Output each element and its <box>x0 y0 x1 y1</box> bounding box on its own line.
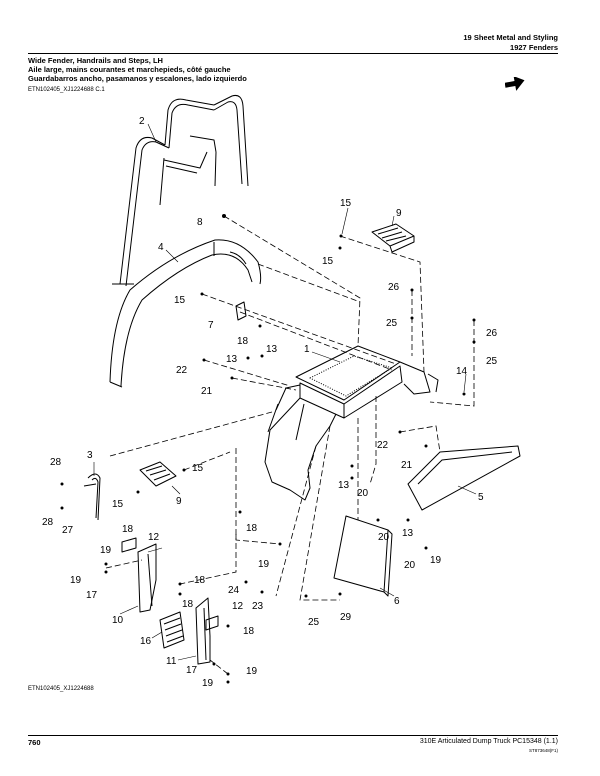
front-direction-arrow-icon <box>505 77 525 91</box>
callout-label: 19 <box>70 575 82 586</box>
callout-label: 5 <box>478 492 484 503</box>
assembly-lines <box>105 215 475 675</box>
figure-titles: Wide Fender, Handrails and Steps, LH Ail… <box>28 56 247 83</box>
callout-label: 20 <box>378 532 390 543</box>
footer-code: ST873648(F1) <box>528 748 558 753</box>
leader-lines <box>93 123 477 661</box>
callout-label: 28 <box>50 457 62 468</box>
bracket-10-drawing <box>137 543 157 613</box>
callout-label: 23 <box>252 601 264 612</box>
callout-label: 25 <box>308 617 320 628</box>
callout-label: 9 <box>396 208 402 219</box>
step-9-top-drawing <box>371 223 415 253</box>
callout-label: 27 <box>62 525 74 536</box>
callout-label: 18 <box>122 524 134 535</box>
callout-label: 26 <box>388 282 400 293</box>
fender-support-drawing <box>264 345 439 501</box>
callout-label: 16 <box>140 636 152 647</box>
clip-12-left-drawing <box>121 537 137 553</box>
step-16-drawing <box>159 611 185 649</box>
header-divider <box>28 53 558 54</box>
callout-label: 1 <box>304 344 310 355</box>
step-9-lower-drawing <box>139 461 177 487</box>
section-header: 19 Sheet Metal and Styling 1927 Fenders <box>463 33 558 53</box>
callout-label: 15 <box>112 499 124 510</box>
title-english: Wide Fender, Handrails and Steps, LH <box>28 56 163 65</box>
callout-label: 19 <box>100 545 112 556</box>
callout-label: 25 <box>486 356 498 367</box>
bracket-11-drawing <box>195 597 211 665</box>
callout-label: 17 <box>186 665 198 676</box>
callout-label: 28 <box>42 517 54 528</box>
shield-6-drawing <box>333 515 393 597</box>
illustration-ref-bottom: ETN102405_XJ1224688 <box>28 686 94 692</box>
callout-label: 10 <box>112 615 124 626</box>
callout-label: 18 <box>182 599 194 610</box>
callout-label: 15 <box>340 198 352 209</box>
callout-label: 9 <box>176 496 182 507</box>
callout-label: 13 <box>402 528 414 539</box>
callout-label: 14 <box>456 366 468 377</box>
callout-label: 26 <box>486 328 498 339</box>
footer-divider <box>28 735 558 736</box>
callout-label: 18 <box>194 575 206 586</box>
callout-label: 15 <box>174 295 186 306</box>
callout-label: 2 <box>139 116 145 127</box>
callout-label: 18 <box>237 336 249 347</box>
callout-label: 6 <box>394 596 400 607</box>
callout-label: 13 <box>338 480 350 491</box>
clip-12-right-drawing <box>205 615 219 631</box>
callout-label: 11 <box>166 656 177 667</box>
callout-label: 17 <box>86 590 98 601</box>
callout-label: 25 <box>386 318 398 329</box>
callout-label: 21 <box>401 460 413 471</box>
group-title: 1927 Fenders <box>510 43 558 52</box>
callout-label: 22 <box>176 365 188 376</box>
callout-label: 21 <box>201 386 213 397</box>
callout-label: 20 <box>357 488 369 499</box>
callout-label: 15 <box>322 256 334 267</box>
callout-label: 12 <box>148 532 160 543</box>
section-title: 19 Sheet Metal and Styling <box>463 33 558 42</box>
callout-label: 13 <box>226 354 238 365</box>
fender-5-drawing <box>407 445 521 511</box>
callout-label: 22 <box>377 440 389 451</box>
callout-label: 19 <box>258 559 270 570</box>
callout-label: 7 <box>208 320 214 331</box>
callout-label: 18 <box>243 626 255 637</box>
callout-numbers: 2 8 15 9 15 4 15 26 7 18 25 26 1 13 13 2… <box>42 116 498 689</box>
title-french: Aile large, mains courantes et marchepie… <box>28 65 231 74</box>
title-spanish: Guardabarros ancho, pasamanos y escalone… <box>28 74 247 83</box>
handrail-drawing <box>112 95 249 287</box>
callout-label: 29 <box>340 612 352 623</box>
callout-label: 3 <box>87 450 93 461</box>
callout-label: 13 <box>266 344 278 355</box>
callout-label: 15 <box>192 463 204 474</box>
bracket-7-drawing <box>235 301 247 321</box>
page-number: 760 <box>28 738 41 747</box>
callout-label: 19 <box>246 666 258 677</box>
callout-label: 19 <box>202 678 214 689</box>
callout-label: 4 <box>158 242 164 253</box>
fender-drawing <box>109 239 262 388</box>
footer-model: 310E Articulated Dump Truck PC15348 (1.1… <box>419 738 558 745</box>
callout-label: 19 <box>430 555 442 566</box>
callout-label: 20 <box>404 560 416 571</box>
callout-label: 12 <box>232 601 244 612</box>
handle-3-drawing <box>83 473 101 521</box>
callout-label: 24 <box>228 585 240 596</box>
illustration-ref-top: ETN102405_XJ1224688 C.1 <box>28 87 105 93</box>
callout-label: 18 <box>246 523 258 534</box>
callout-label: 8 <box>197 217 203 228</box>
